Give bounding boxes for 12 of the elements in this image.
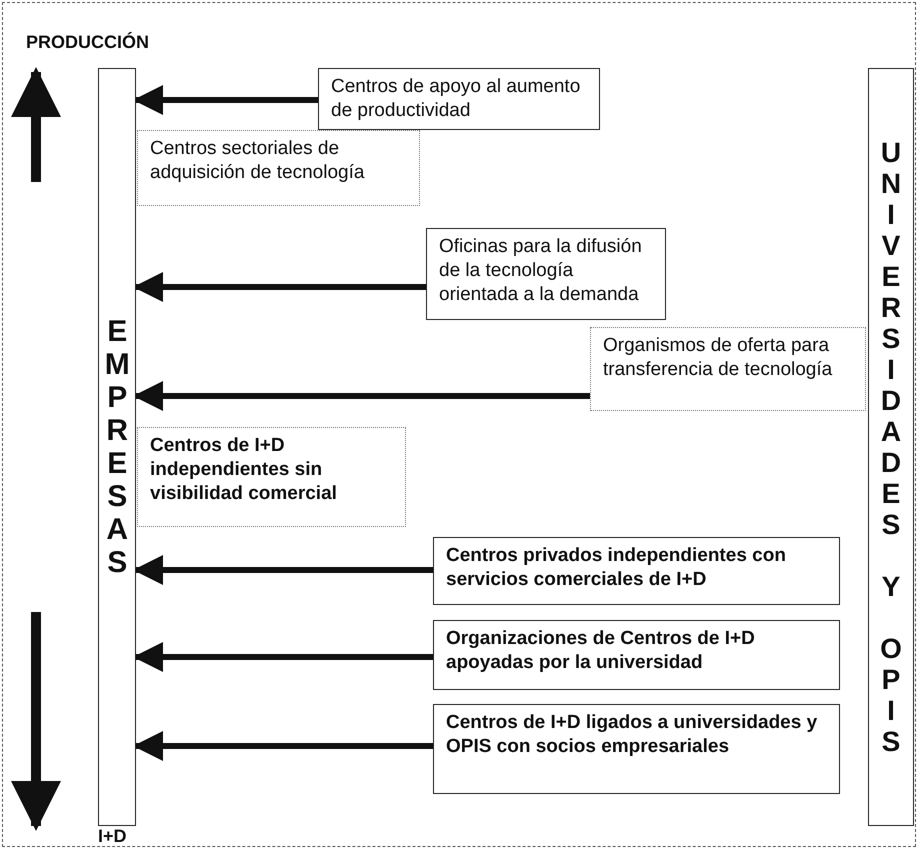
vertical-bar-box: EMPRESAS: [98, 68, 136, 826]
text-box: Centros privados independientes con servicios comerciales de I+D: [433, 537, 840, 605]
vertical-bar-box: UNIVERSIDADES Y OPIS: [868, 68, 914, 826]
text-box: Organizaciones de Centros de I+D apoyadas por la universidad: [433, 620, 840, 690]
axis-label: PRODUCCIÓN: [26, 32, 150, 53]
text-box: Centros de apoyo al aumento de productividad: [318, 68, 600, 130]
text-box: Oficinas para la difusión de la tecnología orientada a la demanda: [426, 228, 666, 320]
text-box: Centros de I+D independientes sin visibilidad comercial: [137, 427, 406, 527]
axis-label: I+D: [98, 826, 127, 847]
text-box: Centros sectoriales de adquisición de tecnología: [137, 130, 420, 206]
text-box: Centros de I+D ligados a universidades y OPIS con socios empresariales: [433, 704, 840, 794]
text-box: Organismos de oferta para transferencia de tecnología: [590, 327, 866, 411]
